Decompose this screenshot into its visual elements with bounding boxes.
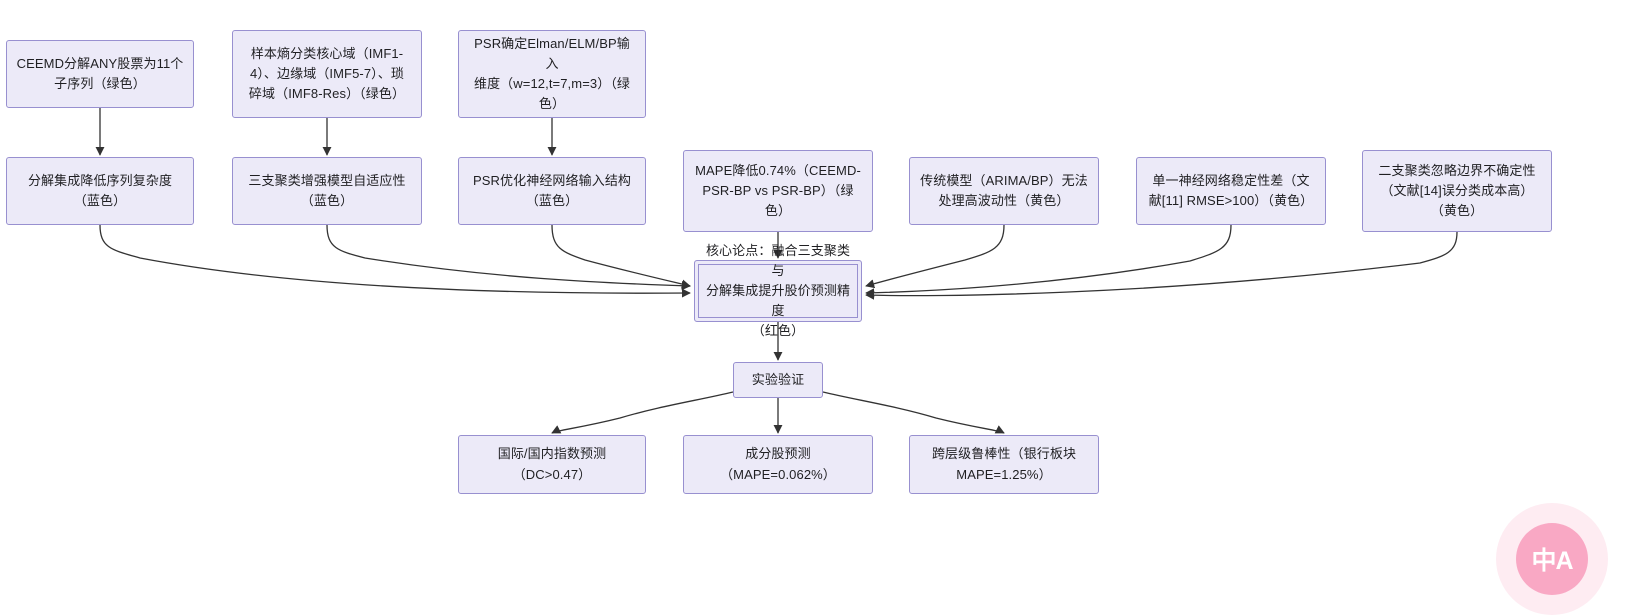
node-label: 国际/国内指数预测 （DC>0.47） — [497, 446, 607, 482]
node-cross-level-robustness-result[interactable]: 跨层级鲁棒性（银行板块 MAPE=1.25%） — [909, 435, 1099, 494]
node-two-way-clustering-limitation[interactable]: 二支聚类忽略边界不确定性 （文献[14]误分类成本高） （黄色） — [1362, 150, 1552, 232]
node-three-way-clustering-adaptivity[interactable]: 三支聚类增强模型自适应性 （蓝色） — [232, 157, 422, 225]
edge-n6-core — [551, 224, 691, 289]
node-decomposition-reduces-complexity[interactable]: 分解集成降低序列复杂度 （蓝色） — [6, 157, 194, 225]
node-constituent-stock-result[interactable]: 成分股预测 （MAPE=0.062%） — [683, 435, 873, 494]
node-label: CEEMD分解ANY股票为11个 子序列（绿色） — [16, 55, 184, 91]
node-label: 分解集成降低序列复杂度 （蓝色） — [27, 172, 173, 208]
node-single-network-instability[interactable]: 单一神经网络稳定性差（文 献[11] RMSE>100）（黄色） — [1136, 157, 1326, 225]
node-label: MAPE降低0.74%（CEEMD- PSR-BP vs PSR-BP）（绿 色… — [695, 162, 861, 219]
node-core-claim[interactable]: 核心论点：融合三支聚类与 分解集成提升股价预测精度 （红色） — [694, 243, 862, 338]
node-traditional-model-limitation[interactable]: 传统模型（ARIMA/BP）无法 处理高波动性（黄色） — [909, 157, 1099, 225]
edge-n11-n12 — [551, 391, 734, 434]
node-mape-improvement[interactable]: MAPE降低0.74%（CEEMD- PSR-BP vs PSR-BP）（绿 色… — [683, 150, 873, 232]
node-label: PSR确定Elman/ELM/BP输入 维度（w=12,t=7,m=3）（绿 色… — [473, 35, 631, 112]
node-index-forecast-result[interactable]: 国际/国内指数预测 （DC>0.47） — [458, 435, 646, 494]
node-experimental-validation[interactable]: 实验验证 — [733, 362, 823, 398]
edge-n5-core — [326, 224, 691, 291]
watermark-text: 中A — [1531, 547, 1573, 575]
edge-n8-core — [865, 224, 1005, 289]
node-sample-entropy-classification[interactable]: 样本熵分类核心域（IMF1- 4）、边缘域（IMF5-7）、琐 碎域（IMF8-… — [232, 30, 422, 118]
node-psr-input-dimension[interactable]: PSR确定Elman/ELM/BP输入 维度（w=12,t=7,m=3）（绿 色… — [458, 30, 646, 118]
node-label: 跨层级鲁棒性（银行板块 MAPE=1.25%） — [931, 446, 1077, 482]
node-label: 实验验证 — [751, 371, 805, 387]
node-label: 成分股预测 （MAPE=0.062%） — [720, 446, 836, 482]
watermark-badge: 中A — [1516, 523, 1588, 595]
node-ceemd-decomposition[interactable]: CEEMD分解ANY股票为11个 子序列（绿色） — [6, 40, 194, 108]
edge-n11-n14 — [822, 391, 1005, 434]
node-label: 核心论点：融合三支聚类与 分解集成提升股价预测精度 （红色） — [705, 242, 851, 339]
edge-n9-core — [865, 224, 1232, 298]
node-label: 二支聚类忽略边界不确定性 （文献[14]误分类成本高） （黄色） — [1378, 162, 1536, 219]
node-label: 三支聚类增强模型自适应性 （蓝色） — [248, 172, 406, 208]
edge-n10-core — [865, 231, 1458, 300]
node-psr-optimizes-network-input[interactable]: PSR优化神经网络输入结构 （蓝色） — [458, 157, 646, 225]
edge-n4-core — [99, 224, 691, 298]
node-label: PSR优化神经网络输入结构 （蓝色） — [472, 172, 632, 208]
node-label: 传统模型（ARIMA/BP）无法 处理高波动性（黄色） — [920, 172, 1088, 208]
flowchart-canvas: CEEMD分解ANY股票为11个 子序列（绿色） 样本熵分类核心域（IMF1- … — [6, 30, 1608, 615]
node-label: 单一神经网络稳定性差（文 献[11] RMSE>100）（黄色） — [1148, 172, 1314, 208]
node-label: 样本熵分类核心域（IMF1- 4）、边缘域（IMF5-7）、琐 碎域（IMF8-… — [248, 45, 406, 102]
